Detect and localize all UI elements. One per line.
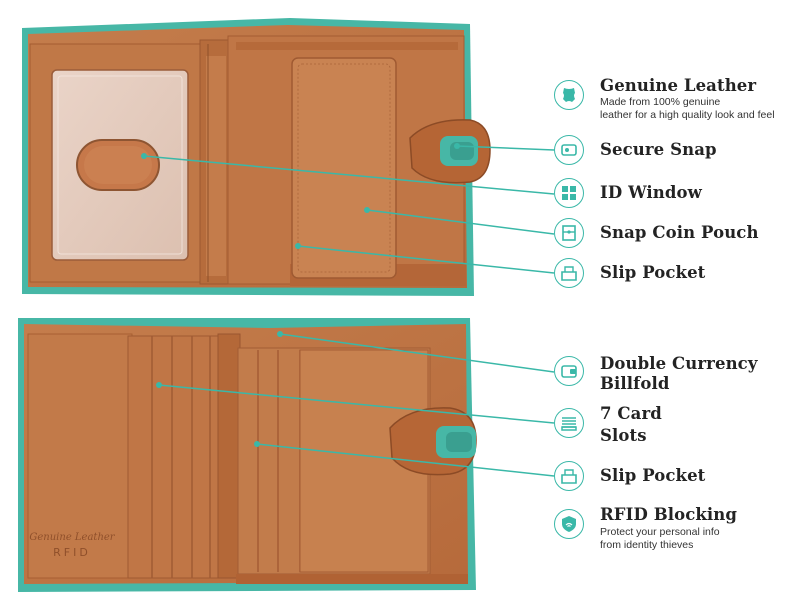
feature-title: Genuine Leather — [600, 76, 757, 95]
snap-button-icon — [554, 135, 584, 165]
feature-title-line-2: Billfold — [600, 374, 670, 393]
snap-tab — [409, 119, 491, 184]
bifold-wallet-icon — [554, 356, 584, 386]
feature-title-line-2: Slots — [600, 426, 647, 445]
feature-title: Snap Coin Pouch — [600, 223, 759, 242]
top-wallet — [22, 18, 491, 296]
feature-desc-line-2: from identity thieves — [600, 539, 694, 551]
feature-title-line-1: 7 Card — [600, 404, 662, 423]
feature-desc-line-1: Protect your personal info — [600, 526, 720, 538]
feature-desc-line-2: leather for a high quality look and feel — [600, 109, 775, 121]
card-stack-icon — [554, 408, 584, 438]
feature-title: Secure Snap — [600, 140, 717, 159]
slip-pocket-icon — [554, 258, 584, 288]
feature-title: Slip Pocket — [600, 466, 706, 485]
stamp-line-rfid: RFID — [53, 546, 91, 559]
coin-pouch-flap — [291, 57, 397, 279]
leader-lines — [141, 143, 555, 477]
bottom-wallet: Genuine Leather RFID — [18, 318, 477, 592]
id-window — [51, 69, 189, 261]
leather-hide-icon — [554, 80, 584, 110]
card-slot-stack — [127, 335, 221, 579]
rfid-shield-icon — [554, 509, 584, 539]
feature-title-line-1: Double Currency — [600, 354, 758, 373]
slip-pocket-icon — [554, 461, 584, 491]
coin-pouch-icon — [554, 218, 584, 248]
feature-title: ID Window — [600, 183, 702, 202]
bottom-snap-tab — [389, 407, 477, 476]
feature-desc-line-1: Made from 100% genuine — [600, 96, 721, 108]
id-window-icon — [554, 178, 584, 208]
stamp-line-genuine: Genuine Leather — [29, 532, 115, 543]
feature-title: RFID Blocking — [600, 505, 737, 524]
feature-title: Slip Pocket — [600, 263, 706, 282]
